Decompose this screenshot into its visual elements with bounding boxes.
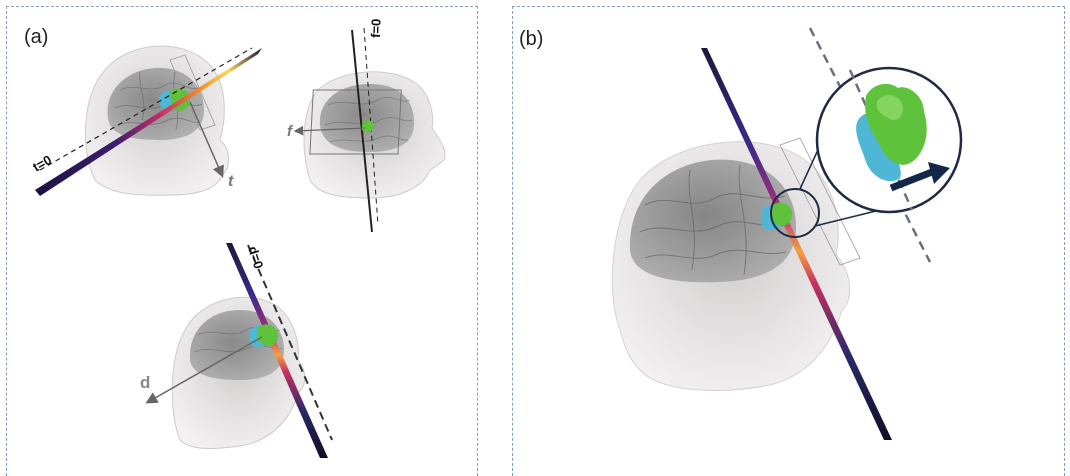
d-zero-label: d=0: [245, 244, 266, 270]
head-view-f: f=0 f: [287, 18, 445, 232]
d-direction-label: d: [140, 373, 150, 392]
f-direction-label: f: [287, 123, 294, 140]
head-view-t: t=0 t: [30, 46, 262, 196]
t-direction-label: t: [228, 173, 234, 190]
f-zero-label: f=0: [368, 18, 384, 38]
head-view-d: d=0 d: [140, 243, 332, 458]
t-zero-label: t=0: [30, 152, 54, 175]
head-view-zoom: [612, 28, 961, 440]
